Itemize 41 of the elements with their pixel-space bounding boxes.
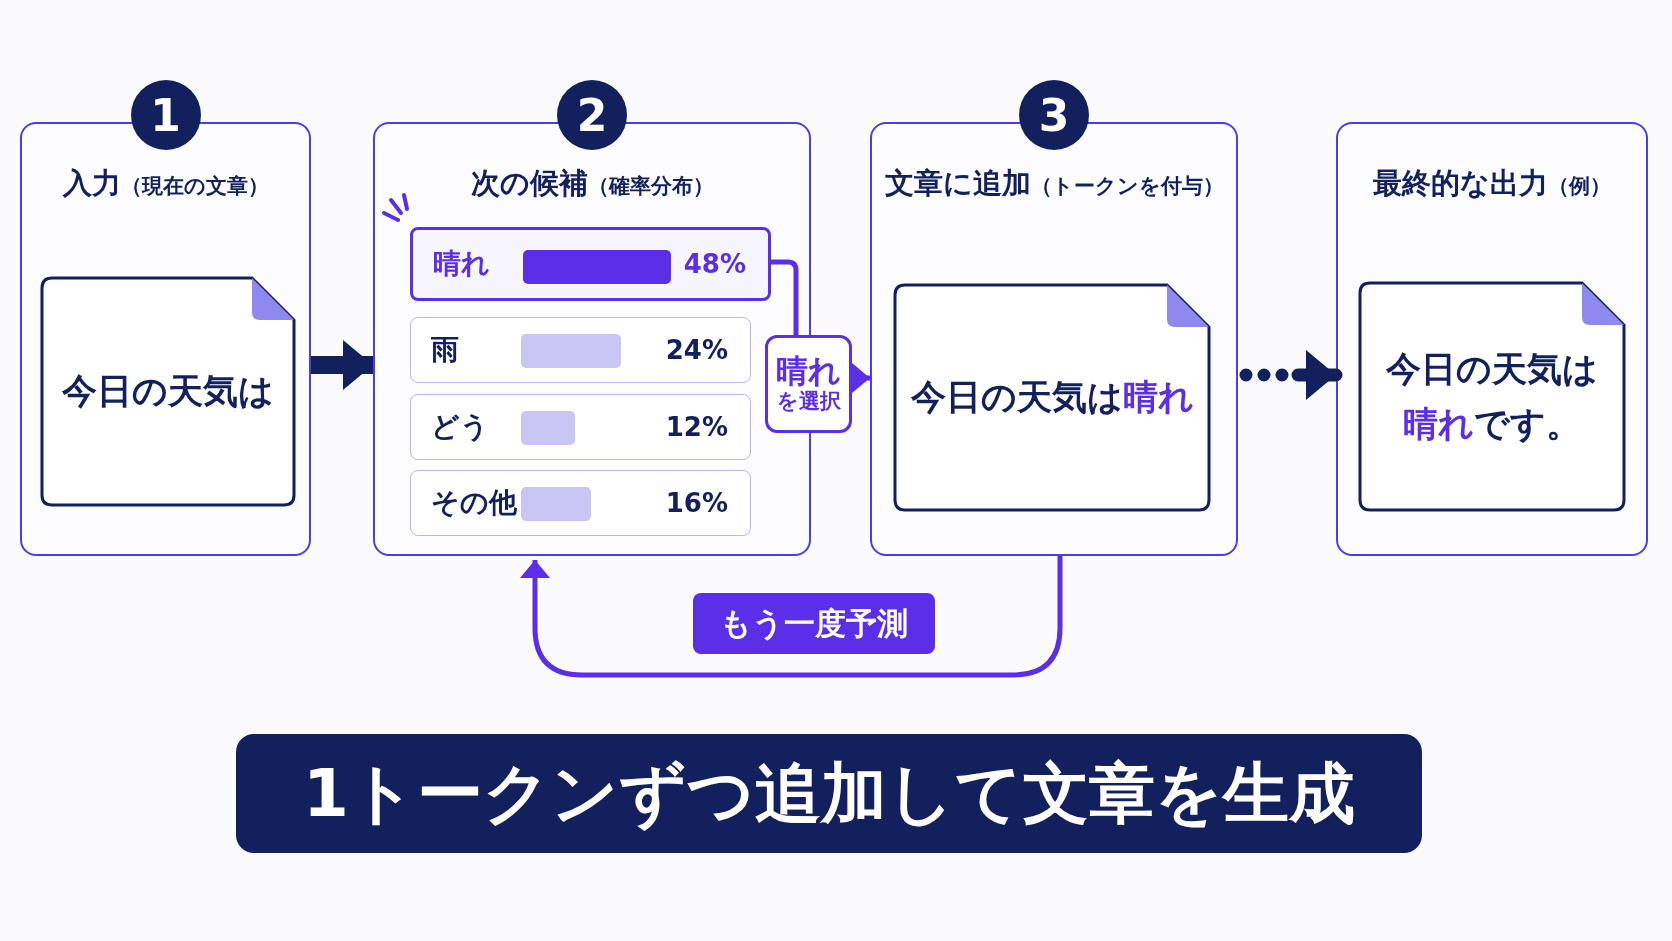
selected-token: 晴れ [776,353,841,389]
probability-value: 48% [683,249,746,279]
panel-subheading: （現在の文章） [120,174,269,198]
probability-bar [521,487,591,521]
selected-candidate-row [410,227,771,301]
selection-label: を選択 [776,389,841,415]
arrow [520,556,1063,678]
step-number-badge: 3 [1019,80,1089,150]
candidate-row [410,394,751,460]
document-text: 今日の天気は晴れ [910,376,1194,420]
probability-value: 12% [665,412,728,442]
arrow [852,363,870,393]
step-number-badge: 2 [557,80,627,150]
document-text: 今日の天気は [62,370,274,414]
panel-heading: 最終的な出力 [1373,166,1548,200]
panel-subheading: （トークンを付与） [1030,174,1224,198]
panel-heading: 入力 [62,166,121,200]
block-arrow [311,340,373,390]
probability-value: 16% [665,488,728,518]
candidate-token: どう [431,409,489,445]
selection-box [765,335,852,433]
candidate-token: 晴れ [433,246,490,282]
edge-label: もう一度予測 [693,593,935,654]
candidate-token: その他 [431,485,517,521]
candidate-row [410,317,751,383]
document-text: 今日の天気は 晴れです。 [1386,348,1598,446]
probability-value: 24% [665,335,728,365]
panel-heading: 次の候補 [470,166,588,200]
candidate-token: 雨 [431,332,459,368]
probability-bar [521,334,621,368]
probability-bar [521,411,575,445]
connector-line [769,259,799,335]
panel-subheading: （確率分布） [587,174,714,198]
panel-subheading: （例） [1548,174,1611,198]
dotted-arrow [1239,350,1343,400]
summary-banner: 1トークンずつ追加して文章を生成 [236,734,1422,853]
probability-bar [523,250,671,284]
candidate-row [410,470,751,536]
step-number-badge: 1 [130,80,201,150]
step-panel [1336,122,1648,556]
panel-heading: 文章に追加 [884,166,1031,200]
